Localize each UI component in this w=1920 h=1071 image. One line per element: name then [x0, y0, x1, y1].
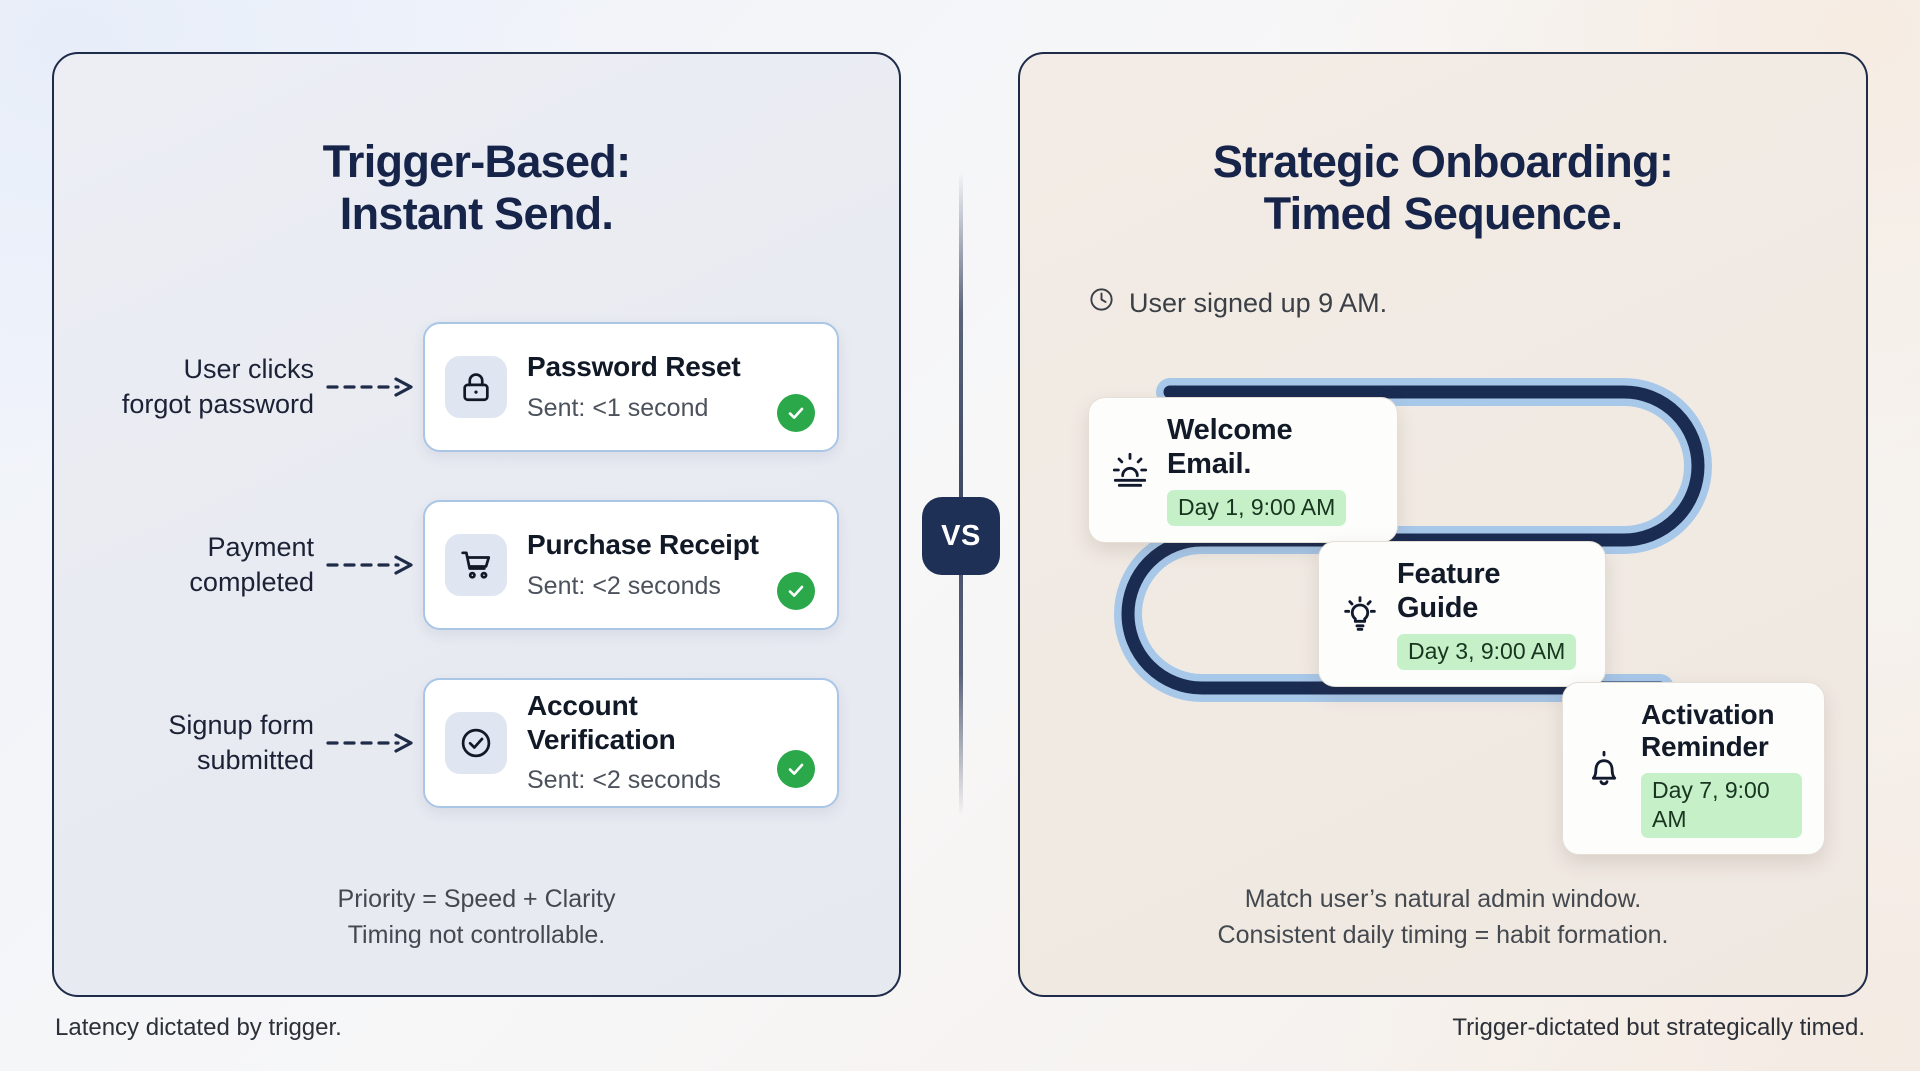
dashed-arrow-icon: [326, 732, 419, 754]
right-panel-title-line1: Strategic Onboarding:: [1212, 136, 1674, 187]
trigger-label: Payment completed: [54, 530, 320, 600]
sequence-card-welcome-email[interactable]: Welcome Email. Day 1, 9:00 AM: [1088, 397, 1398, 544]
left-panel-title-line1: Trigger-Based:: [322, 136, 631, 187]
signup-note-text: User signed up 9 AM.: [1129, 287, 1388, 318]
trigger-label-line2: forgot password: [121, 389, 314, 419]
right-panel-title: Strategic Onboarding: Timed Sequence.: [1020, 136, 1866, 240]
sent-check-icon: [777, 572, 815, 610]
left-footnote-line1: Priority = Speed + Clarity: [337, 885, 616, 913]
sequence-card-title: Activation Reminder: [1641, 699, 1775, 763]
sequence-card-text: Feature Guide Day 3, 9:00 AM: [1397, 558, 1583, 671]
outer-caption-left: Latency dictated by trigger.: [55, 1014, 342, 1041]
email-card-subtitle: Sent: <2 seconds: [527, 766, 721, 795]
check-circle-icon: [445, 712, 507, 774]
right-panel-title-line2: Timed Sequence.: [1263, 188, 1623, 240]
email-card[interactable]: Purchase Receipt Sent: <2 seconds: [423, 500, 839, 630]
email-card-text: Account Verification Sent: <2 seconds: [527, 689, 777, 796]
sunrise-icon: [1107, 450, 1153, 490]
sequence-card-text: Welcome Email. Day 1, 9:00 AM: [1167, 414, 1375, 527]
day-badge: Day 3, 9:00 AM: [1397, 634, 1577, 671]
left-panel-footnote: Priority = Speed + Clarity Timing not co…: [54, 882, 899, 953]
trigger-label-line1: Signup form: [168, 709, 314, 740]
sequence-card-feature-guide[interactable]: Feature Guide Day 3, 9:00 AM: [1318, 541, 1606, 688]
email-card-subtitle: Sent: <1 second: [527, 393, 709, 422]
trigger-row: Signup form submitted: [54, 678, 899, 808]
email-card[interactable]: Password Reset Sent: <1 second: [423, 322, 839, 452]
left-footnote-line2: Timing not controllable.: [347, 920, 606, 949]
sent-check-icon: [777, 394, 815, 432]
lightbulb-icon: [1337, 594, 1383, 634]
vs-badge: VS: [922, 497, 1000, 575]
sequence-card-text: Activation Reminder Day 7, 9:00 AM: [1641, 699, 1802, 838]
left-panel-title-line2: Instant Send.: [339, 188, 614, 240]
email-card-title: Password Reset: [527, 351, 741, 383]
day-badge: Day 7, 9:00 AM: [1641, 772, 1802, 838]
bell-icon: [1581, 748, 1627, 788]
panel-strategic-onboarding: Strategic Onboarding: Timed Sequence. Us…: [1018, 52, 1868, 997]
email-card-text: Password Reset Sent: <1 second: [527, 350, 777, 424]
email-card-title: Purchase Receipt: [527, 529, 759, 561]
trigger-row: Payment completed: [54, 500, 899, 630]
dashed-arrow-icon: [326, 554, 419, 576]
trigger-label: Signup form submitted: [54, 708, 320, 778]
trigger-label-line1: User clicks: [183, 353, 314, 384]
trigger-label-line2: submitted: [196, 745, 314, 775]
sequence-card-activation-reminder[interactable]: Activation Reminder Day 7, 9:00 AM: [1562, 682, 1825, 855]
email-card[interactable]: Account Verification Sent: <2 seconds: [423, 678, 839, 808]
day-badge: Day 1, 9:00 AM: [1167, 490, 1347, 527]
right-panel-footnote: Match user’s natural admin window. Consi…: [1020, 882, 1866, 953]
shopping-cart-icon: [445, 534, 507, 596]
sent-check-icon: [777, 750, 815, 788]
trigger-label: User clicks forgot password: [54, 352, 320, 422]
left-panel-title: Trigger-Based: Instant Send.: [54, 136, 899, 240]
email-card-text: Purchase Receipt Sent: <2 seconds: [527, 528, 777, 602]
signup-note: User signed up 9 AM.: [1088, 286, 1387, 320]
sequence-card-title: Welcome Email.: [1167, 414, 1293, 480]
right-footnote-line2: Consistent daily timing = habit formatio…: [1217, 920, 1669, 949]
outer-caption-right: Trigger-dictated but strategically timed…: [1452, 1014, 1865, 1041]
panel-trigger-based: Trigger-Based: Instant Send. User clicks…: [52, 52, 901, 997]
right-footnote-line1: Match user’s natural admin window.: [1244, 885, 1642, 913]
lock-icon: [445, 356, 507, 418]
trigger-label-line1: Payment: [207, 531, 314, 562]
trigger-row: User clicks forgot password: [54, 322, 899, 452]
trigger-row-list: User clicks forgot password: [54, 322, 899, 808]
email-card-subtitle: Sent: <2 seconds: [527, 571, 721, 600]
email-card-title: Account Verification: [527, 690, 676, 755]
sequence-card-title: Feature Guide: [1397, 558, 1501, 624]
trigger-label-line2: completed: [189, 567, 314, 597]
center-divider: [959, 172, 963, 816]
clock-icon: [1088, 286, 1115, 320]
dashed-arrow-icon: [326, 376, 419, 398]
